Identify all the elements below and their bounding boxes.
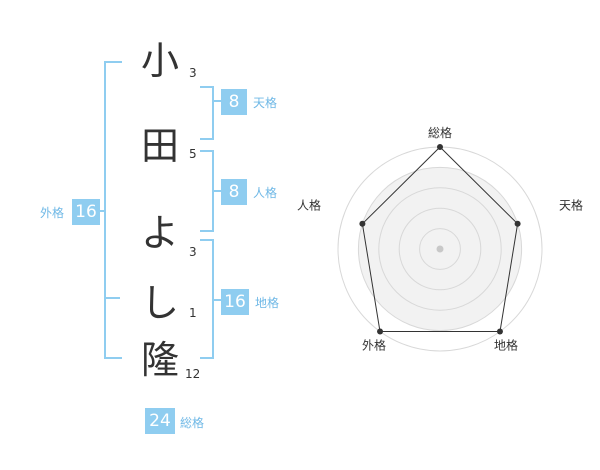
jinkaku-value-badge: 8 (221, 179, 247, 205)
radar-data-point (377, 328, 384, 335)
radar-data-point (514, 220, 521, 227)
gaikaku-bracket-divider (104, 297, 120, 299)
name-char-2: 田 (140, 124, 179, 168)
gaikaku-label: 外格 (40, 206, 65, 220)
stroke-count-1: 3 (189, 66, 197, 80)
chikaku-connector (213, 299, 221, 301)
soukaku-label: 総格 (180, 416, 205, 430)
chikaku-label: 地格 (255, 296, 280, 310)
radar-axis-label: 外格 (362, 338, 386, 353)
radar-axis-label: 総格 (428, 125, 452, 140)
name-char-5: 隆 (140, 338, 179, 382)
jinkaku-connector (213, 190, 221, 192)
radar-data-point (437, 144, 443, 150)
tenkaku-bracket (200, 86, 214, 140)
radar-axis-label: 地格 (494, 338, 518, 353)
jinkaku-label: 人格 (253, 186, 278, 200)
gaikaku-value-badge: 16 (72, 199, 100, 225)
name-char-1: 小 (140, 39, 179, 83)
radar-data-polygon (361, 146, 519, 332)
tenkaku-value-badge: 8 (221, 89, 247, 115)
radar-grid-ring (419, 228, 461, 270)
radar-data-point (359, 220, 366, 227)
radar-grid-ring (357, 166, 523, 332)
radar-center-dot (436, 245, 444, 253)
stroke-count-2: 5 (189, 147, 197, 161)
tenkaku-label: 天格 (253, 96, 278, 110)
soukaku-value-badge: 24 (145, 408, 175, 434)
stroke-count-5: 12 (185, 367, 201, 381)
radar-data-point (496, 328, 503, 335)
gaikaku-connector (96, 210, 104, 212)
chikaku-value-badge: 16 (221, 289, 249, 315)
name-char-4: し (140, 281, 179, 325)
stroke-count-3: 3 (189, 245, 197, 259)
radar-grid-ring (398, 207, 482, 291)
stroke-count-4: 1 (189, 306, 197, 320)
radar-grid-ring (378, 187, 502, 311)
gaikaku-bracket (104, 61, 122, 359)
tenkaku-connector (213, 100, 221, 102)
name-char-3: よ (140, 211, 179, 255)
radar-axis-label: 人格 (297, 197, 321, 212)
radar-axis-label: 天格 (559, 197, 583, 212)
